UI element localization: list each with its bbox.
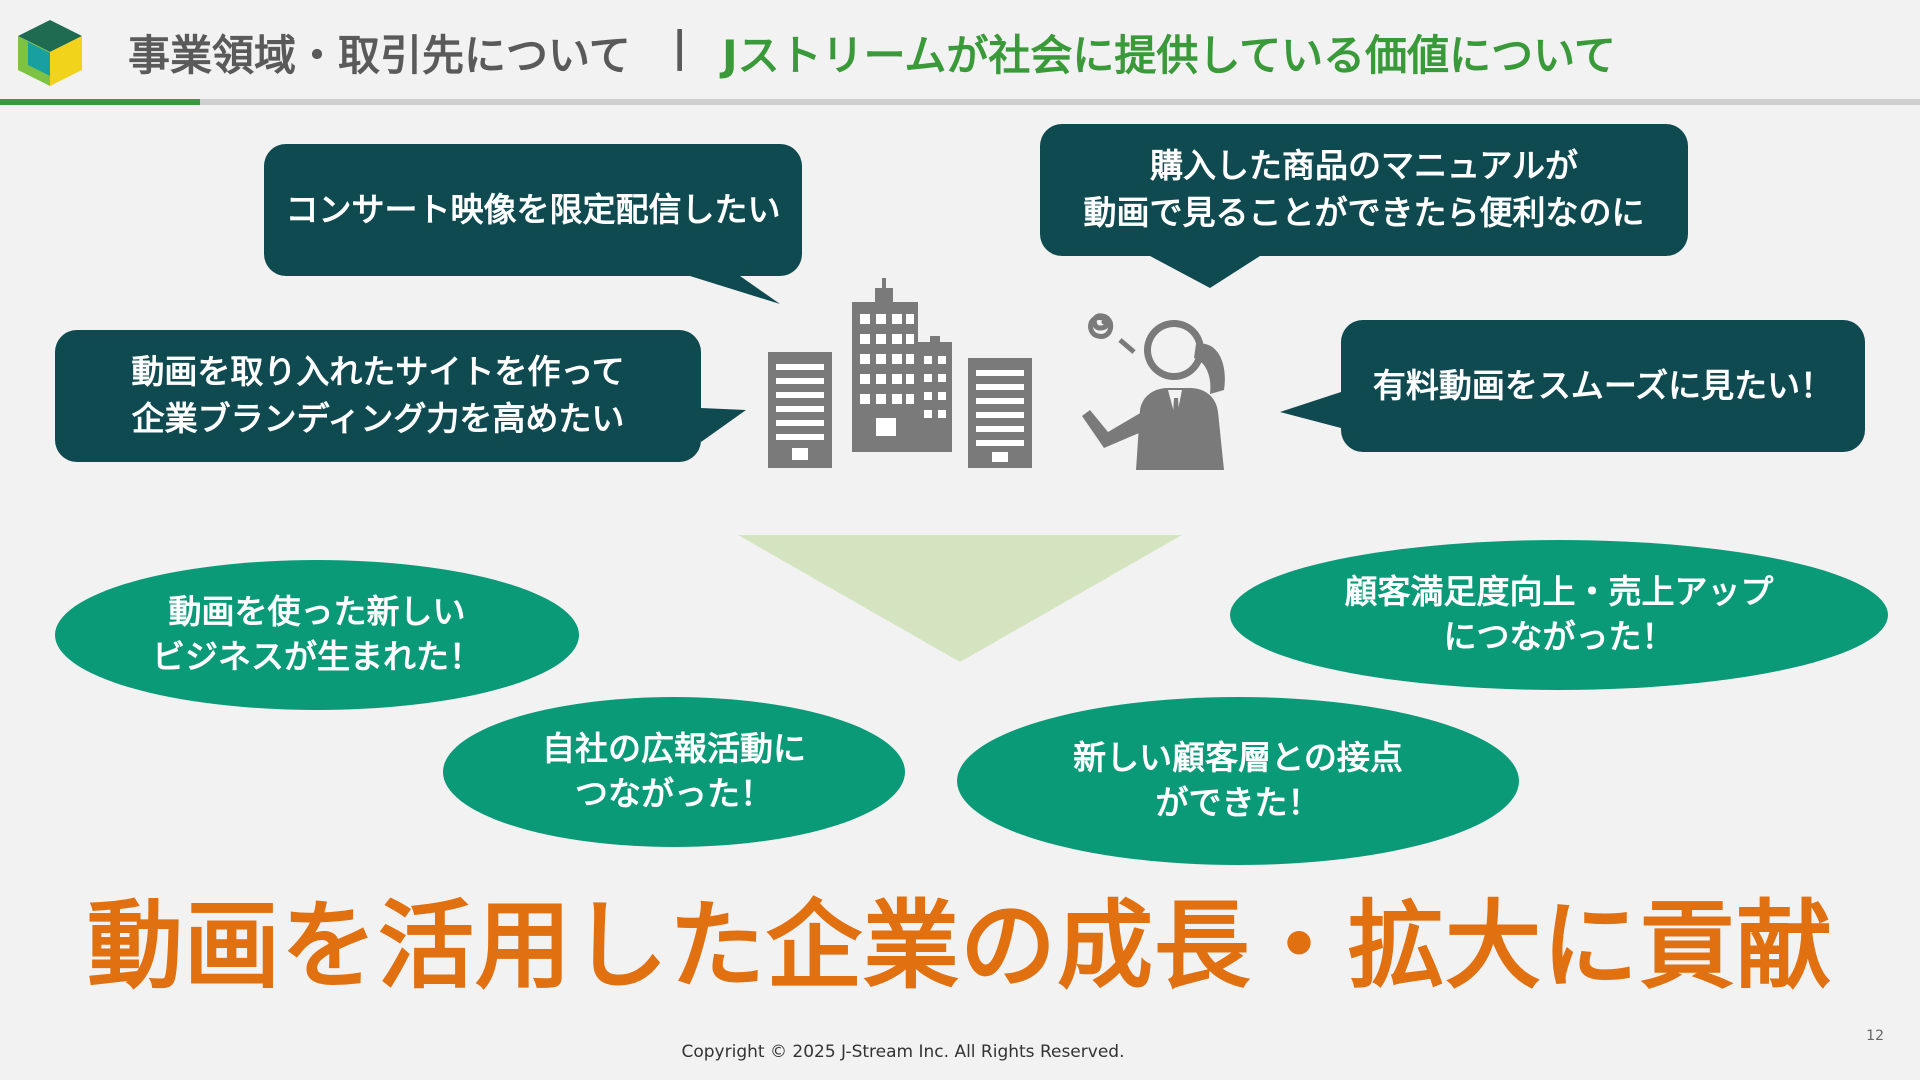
page-number: 12 (1866, 1028, 1884, 1044)
outcome-pr-activity: 自社の広報活動に つながった！ (443, 697, 905, 847)
headline: 動画を活用した企業の成長・拡大に貢献 (87, 890, 1833, 1002)
outcome-customer-satisfaction: 顧客満足度向上・売上アップ につながった！ (1230, 540, 1888, 690)
outcome-new-customers: 新しい顧客層との接点 ができた！ (957, 697, 1519, 865)
speech-bubble-branding: 動画を取り入れたサイトを作って 企業ブランディング力を高めたい (55, 330, 701, 462)
down-arrow-triangle (738, 535, 1182, 662)
logo-cube-icon (18, 20, 82, 86)
bubble-tail-3 (701, 408, 746, 442)
bubble-tail-1 (690, 276, 780, 304)
office-buildings-icon (768, 278, 1032, 468)
speech-bubble-concert: コンサート映像を限定配信したい (264, 144, 802, 276)
title-separator: | (672, 22, 688, 71)
page-title: 事業領域・取引先について (128, 31, 631, 80)
copyright: Copyright © 2025 J-Stream Inc. All Right… (681, 1042, 1125, 1062)
bubble-tail-2 (1150, 256, 1260, 288)
header-divider-accent (0, 99, 200, 105)
outcome-new-business: 動画を使った新しい ビジネスが生まれた！ (55, 560, 579, 710)
speech-bubble-paid-video: 有料動画をスムーズに見たい！ (1341, 320, 1865, 452)
page-subtitle: Jストリームが社会に提供している価値について (722, 31, 1616, 80)
speech-bubble-manual: 購入した商品のマニュアルが 動画で見ることができたら便利なのに (1040, 124, 1688, 256)
header-divider (0, 99, 1920, 105)
confused-person-icon (1082, 313, 1225, 470)
bubble-tail-4 (1280, 392, 1341, 428)
